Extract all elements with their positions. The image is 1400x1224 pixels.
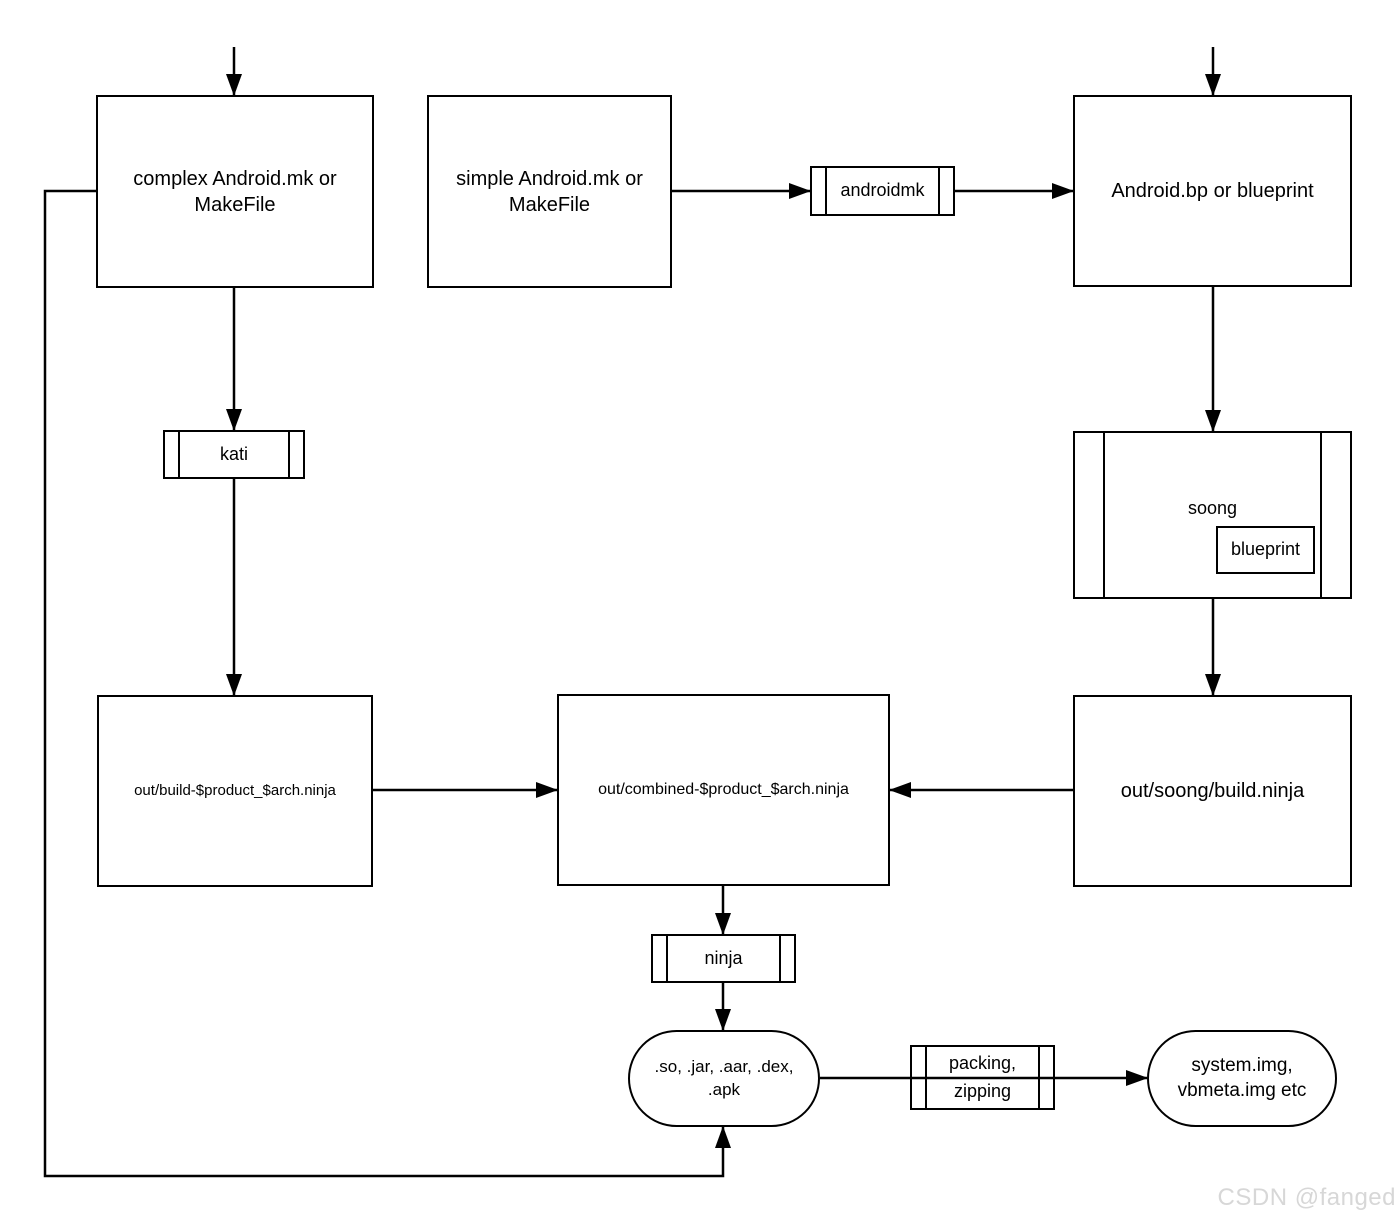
- kati-label: kati: [219, 443, 248, 464]
- packing-zipping-label: packing, zipping: [948, 1052, 1017, 1101]
- out-soong-ninja-label: out/soong/build.ninja: [1120, 780, 1305, 802]
- androidmk-node: androidmk: [810, 166, 955, 216]
- out-soong-ninja-node: out/soong/build.ninja: [1073, 695, 1352, 887]
- ninja-node: ninja: [651, 934, 796, 983]
- system-images-node: system.img, vbmeta.img etc: [1147, 1030, 1337, 1127]
- arrow-complex-feedback-to-artifacts: [43, 189, 731, 1178]
- complex-mk-label: complex Android.mk or MakeFile: [133, 167, 337, 216]
- androidmk-label: androidmk: [840, 180, 925, 201]
- ninja-label: ninja: [704, 947, 743, 968]
- simple-mk-node: simple Android.mk or MakeFile: [427, 95, 672, 288]
- android-bp-node: Android.bp or blueprint: [1073, 95, 1352, 287]
- complex-mk-node: complex Android.mk or MakeFile: [96, 95, 374, 288]
- soong-node: soong blueprint: [1073, 431, 1352, 599]
- out-combined-ninja-label: out/combined-$product_$arch.ninja: [598, 780, 849, 798]
- artifacts-node: .so, .jar, .aar, .dex, .apk: [628, 1030, 820, 1127]
- soong-label: soong: [1187, 498, 1238, 518]
- system-images-label: system.img, vbmeta.img etc: [1177, 1054, 1307, 1101]
- artifacts-label: .so, .jar, .aar, .dex, .apk: [654, 1057, 794, 1099]
- android-bp-label: Android.bp or blueprint: [1111, 180, 1314, 202]
- kati-node: kati: [163, 430, 305, 479]
- watermark: CSDN @fanged: [1217, 1184, 1396, 1211]
- out-combined-ninja-node: out/combined-$product_$arch.ninja: [557, 694, 890, 886]
- out-build-ninja-node: out/build-$product_$arch.ninja: [97, 695, 373, 887]
- blueprint-node: blueprint: [1216, 526, 1315, 574]
- simple-mk-label: simple Android.mk or MakeFile: [456, 167, 643, 216]
- packing-zipping-node: packing, zipping: [910, 1045, 1055, 1110]
- blueprint-label: blueprint: [1230, 539, 1301, 560]
- out-build-ninja-label: out/build-$product_$arch.ninja: [134, 782, 336, 800]
